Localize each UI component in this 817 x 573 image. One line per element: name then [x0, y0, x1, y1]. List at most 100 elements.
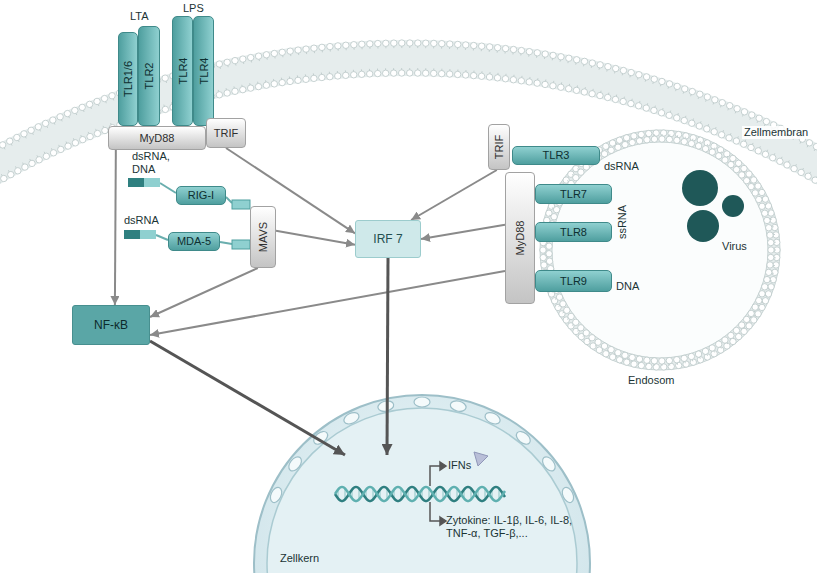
lipid-head: [595, 339, 601, 345]
lipid-head: [724, 343, 730, 349]
nuclear-pore: [449, 399, 467, 412]
lipid-head: [589, 335, 595, 341]
lipid-head: [383, 40, 389, 46]
lipid-head: [722, 157, 728, 163]
lipid-head: [94, 98, 100, 104]
lipid-head: [773, 262, 779, 268]
lipid-head: [94, 130, 100, 136]
lipid-head: [616, 357, 622, 363]
lipid-head: [542, 81, 548, 87]
dna-strand: [335, 487, 505, 501]
lipid-head: [689, 88, 695, 94]
lipid-head: [546, 258, 552, 264]
receptor-bar: TLR4: [193, 16, 214, 126]
lipid-head: [741, 165, 747, 171]
lipid-head: [609, 354, 615, 360]
lipid-head: [628, 69, 634, 75]
lipid-head: [631, 361, 637, 367]
protein-box: RIG-I: [176, 186, 226, 205]
lipid-head: [727, 102, 733, 108]
protein-box: MyD88: [108, 126, 206, 150]
node-label: TLR3: [543, 149, 570, 162]
lipid-head: [583, 330, 589, 336]
lipid-head: [674, 357, 680, 363]
lipid-head: [635, 103, 641, 109]
lipid-head: [518, 78, 524, 84]
lipid-head: [734, 106, 740, 112]
lipid-head: [628, 100, 634, 106]
lipid-head: [735, 333, 741, 339]
endosome-membrane: [540, 130, 780, 370]
node-label: TLR7: [560, 188, 587, 201]
annotation-label: Zellmembran: [742, 126, 810, 139]
signal-arrow: [276, 231, 355, 245]
lipid-head: [716, 341, 722, 347]
lipid-head: [770, 276, 776, 282]
receptor-bar: TLR4: [172, 16, 193, 126]
lipid-head: [696, 123, 702, 129]
protein-box: TLR3: [512, 146, 600, 165]
lipid-head: [335, 73, 341, 79]
lipid-head: [620, 67, 626, 73]
lipid-head: [751, 317, 757, 323]
lipid-head: [675, 131, 681, 137]
node-label: Zellkern: [280, 552, 319, 565]
lipid-head: [0, 142, 6, 148]
lipid-head: [247, 54, 253, 60]
lipid-head: [762, 151, 768, 157]
lipid-head: [42, 120, 48, 126]
lipid-head: [367, 71, 373, 77]
lipid-head: [601, 343, 607, 349]
lipid-head: [674, 83, 680, 89]
lipid-head: [748, 183, 754, 189]
protein-box: IRF 7: [355, 220, 421, 258]
lipid-head: [407, 40, 413, 46]
lipid-head: [101, 95, 107, 101]
lipid-head: [573, 57, 579, 63]
lipid-head: [415, 40, 421, 46]
lipid-head: [327, 43, 333, 49]
lipid-head: [681, 117, 687, 123]
lipid-head: [741, 109, 747, 115]
lipid-head: [542, 51, 548, 57]
lipid-head: [431, 40, 437, 46]
lipid-head: [682, 86, 688, 92]
lipid-head: [8, 171, 14, 177]
lipid-head: [343, 72, 349, 78]
lipid-head: [622, 352, 628, 358]
lipid-head: [631, 133, 637, 139]
signal-arrow: [114, 150, 117, 305]
linker: [156, 235, 168, 240]
lipid-head: [240, 86, 246, 92]
lipid-head: [578, 169, 584, 175]
lipid-head: [746, 171, 752, 177]
lipid-head: [629, 139, 635, 145]
lipid-head: [704, 94, 710, 100]
lipid-head: [766, 269, 772, 275]
lipid-head: [604, 94, 610, 100]
lipid-head: [719, 100, 725, 106]
protein-box: TRIF: [206, 118, 246, 148]
lipid-head: [589, 91, 595, 97]
lipid-head: [303, 46, 309, 52]
lipid-head: [216, 92, 222, 98]
nuclear-pore: [560, 486, 576, 505]
lipid-head: [695, 143, 701, 149]
lipid-head: [58, 146, 64, 152]
dna-strand: [335, 487, 505, 501]
lipid-head: [463, 42, 469, 48]
lipid-head: [666, 81, 672, 87]
lipid-head: [762, 284, 768, 290]
lipid-head: [343, 42, 349, 48]
card-domain: [140, 230, 156, 239]
lipid-head: [651, 136, 657, 142]
signal-arrow: [150, 341, 345, 455]
annotation-label: Zytokine: IL-1β, IL-6, IL-8, TNF-α, TGF-…: [446, 514, 588, 540]
lipid-head: [702, 146, 708, 152]
lipid-head: [748, 144, 754, 150]
lipid-head: [767, 262, 773, 268]
lipid-head: [636, 71, 642, 77]
lipid-head: [688, 353, 694, 359]
lipid-head: [768, 210, 774, 216]
